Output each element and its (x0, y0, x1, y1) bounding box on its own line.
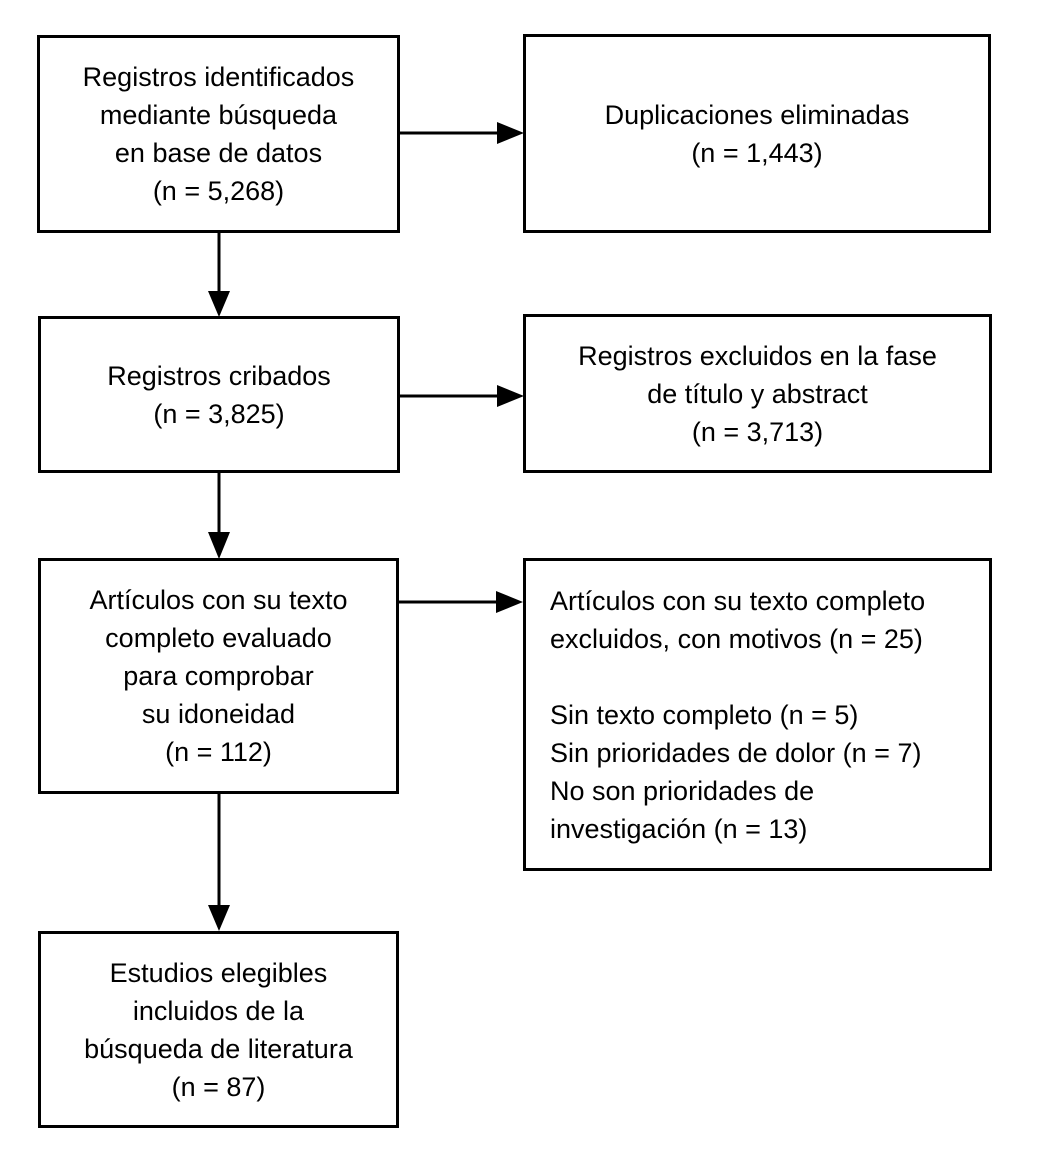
box-records-screened: Registros cribados (n = 3,825) (38, 316, 400, 473)
box-records-identified: Registros identificados mediante búsqued… (37, 35, 400, 233)
arrow-identified-to-duplicates (400, 122, 524, 144)
box-records-screened-label: Registros cribados (n = 3,825) (107, 360, 331, 429)
arrow-screened-to-excluded-title (400, 385, 524, 407)
box-fulltext-assessed: Artículos con su texto completo evaluado… (38, 558, 399, 794)
box-studies-included-label: Estudios elegibles incluidos de la búsqu… (84, 957, 353, 1102)
box-fulltext-assessed-label: Artículos con su texto completo evaluado… (89, 585, 348, 767)
box-fulltext-excluded-label: Artículos con su texto completo excluido… (550, 585, 926, 844)
box-excluded-title-abstract: Registros excluidos en la fase de título… (523, 314, 992, 473)
box-duplicates-removed: Duplicaciones eliminadas (n = 1,443) (523, 34, 991, 233)
arrow-fulltext-to-included (208, 794, 230, 931)
arrow-screened-to-fulltext (208, 473, 230, 559)
box-duplicates-removed-label: Duplicaciones eliminadas (n = 1,443) (604, 99, 910, 168)
box-studies-included: Estudios elegibles incluidos de la búsqu… (38, 931, 399, 1128)
box-excluded-title-abstract-label: Registros excluidos en la fase de título… (578, 340, 937, 447)
box-fulltext-excluded: Artículos con su texto completo excluido… (523, 558, 992, 871)
arrow-identified-to-screened (208, 233, 230, 317)
box-records-identified-label: Registros identificados mediante búsqued… (82, 62, 355, 206)
arrow-fulltext-to-fulltext-excluded (399, 591, 523, 613)
